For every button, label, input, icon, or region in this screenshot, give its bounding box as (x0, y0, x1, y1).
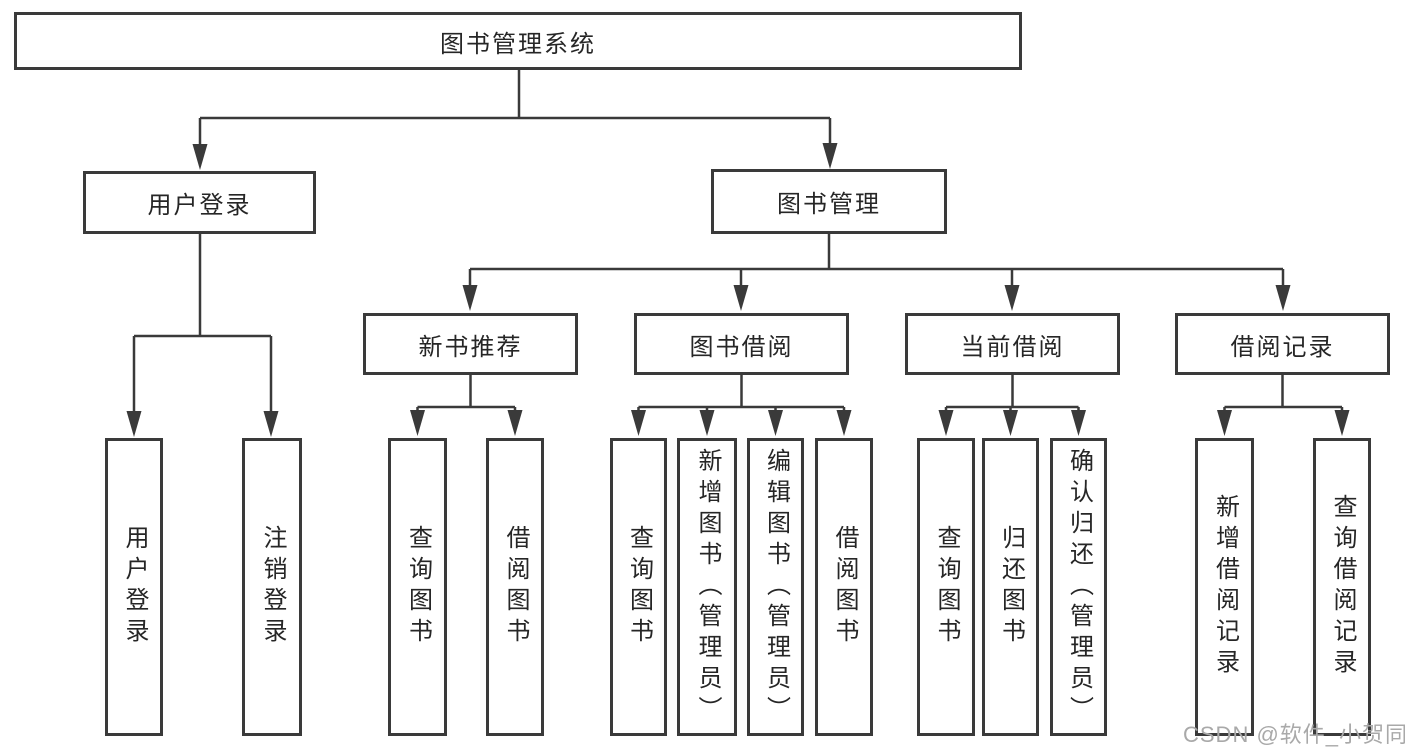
arrowhead (1003, 410, 1018, 436)
leaf-confirm-return-admin: 确认归还（管理员） (1050, 438, 1107, 736)
node-new-book-recommendation: 新书推荐 (363, 313, 578, 375)
node-label: 用户登录 (147, 192, 252, 219)
leaf-borrow-books-under-new-book-rec: 借阅图书 (486, 438, 544, 736)
leaf-add-borrowing-record: 新增借阅记录 (1195, 438, 1254, 736)
node-user-login: 用户登录 (83, 171, 316, 234)
leaf-edit-books-admin: 编辑图书（管理员） (747, 438, 804, 736)
arrowhead (1334, 410, 1350, 436)
arrowhead (938, 410, 954, 436)
node-book-management: 图书管理 (711, 169, 947, 234)
connector-new-book-rec-to-leaves (410, 375, 523, 436)
csdn-watermark: CSDN @软件_小贺同学 (1183, 722, 1405, 747)
arrowhead (733, 285, 749, 311)
arrowhead (1217, 410, 1232, 436)
connector-user-login-to-leaves (126, 234, 279, 437)
arrowhead (507, 410, 523, 436)
connector-root-to-level2 (192, 70, 838, 170)
connector-book-borrow-to-leaves (631, 375, 852, 436)
node-label: 编辑图书（管理员） (762, 447, 790, 727)
node-label: 图书管理 (777, 191, 881, 218)
node-label: 借阅图书 (502, 525, 529, 649)
node-label: 查询图书 (404, 525, 432, 649)
node-label: 归还图书 (997, 525, 1025, 649)
node-label: 查询图书 (933, 525, 960, 649)
arrowhead (836, 410, 852, 436)
node-label: 确认归还（管理员） (1065, 447, 1093, 727)
node-label: 查询借阅记录 (1329, 494, 1356, 680)
node-borrowing-records: 借阅记录 (1175, 313, 1390, 375)
node-label: 用户登录 (121, 525, 148, 649)
connector-borrow-records-to-leaves (1217, 375, 1350, 436)
connector-current-borrow-to-leaves (938, 375, 1086, 436)
arrowhead (263, 411, 279, 437)
node-label: 借阅图书 (831, 525, 858, 649)
arrowhead (192, 144, 208, 170)
node-label: 新书推荐 (418, 333, 523, 361)
arrowhead (1004, 285, 1020, 311)
node-book-borrowing: 图书借阅 (634, 313, 849, 375)
leaf-user-login: 用户登录 (105, 438, 163, 736)
node-label: 图书管理系统 (440, 30, 596, 58)
leaf-query-borrowing-record: 查询借阅记录 (1313, 438, 1371, 736)
arrowhead (410, 410, 425, 436)
node-label: 注销登录 (259, 525, 286, 649)
arrowhead (631, 410, 646, 436)
leaf-borrow-books-under-book-borrow: 借阅图书 (815, 438, 873, 736)
leaf-query-books-under-new-book-rec: 查询图书 (388, 438, 447, 736)
arrowhead (699, 410, 715, 436)
node-label: 新增借阅记录 (1211, 494, 1239, 680)
leaf-add-books-admin: 新增图书（管理员） (677, 438, 737, 736)
leaf-query-books-under-book-borrow: 查询图书 (610, 438, 667, 736)
node-current-borrowing: 当前借阅 (905, 313, 1120, 375)
node-label: 新增图书（管理员） (694, 447, 721, 727)
node-label: 图书借阅 (689, 333, 794, 361)
node-root-library-system: 图书管理系统 (14, 12, 1022, 70)
node-label: 当前借阅 (960, 333, 1065, 361)
leaf-return-books: 归还图书 (982, 438, 1039, 736)
arrowhead (462, 285, 478, 311)
arrowhead (126, 411, 142, 437)
arrowhead (768, 410, 783, 436)
node-label: 借阅记录 (1230, 333, 1335, 361)
arrowhead (1275, 285, 1291, 311)
leaf-logout: 注销登录 (242, 438, 302, 736)
connector-book-mgmt-to-level3 (462, 234, 1291, 311)
node-label: 查询图书 (625, 525, 653, 649)
arrowhead (822, 143, 838, 169)
leaf-query-books-under-current-borrow: 查询图书 (917, 438, 975, 736)
arrowhead (1071, 410, 1086, 436)
